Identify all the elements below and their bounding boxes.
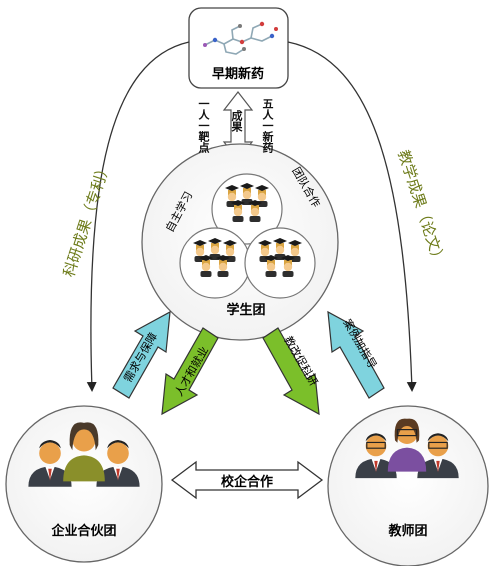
arrow-talent-and-employment bbox=[161, 327, 219, 416]
molecule-icon bbox=[203, 21, 278, 55]
early-drug-label: 早期新药 bbox=[212, 66, 264, 82]
research-output-label: 科研成果（专利） bbox=[60, 160, 114, 280]
teachers-icon bbox=[355, 418, 459, 479]
early-drug-box bbox=[188, 7, 289, 89]
center-arrow-result-label: 成果 bbox=[230, 110, 243, 132]
businesspeople-icon bbox=[28, 422, 140, 487]
arrow-school-enterprise bbox=[170, 460, 324, 500]
student-group-label: 学生团 bbox=[226, 302, 265, 318]
left-curve-arrow bbox=[86, 41, 190, 392]
enterprise-label: 企业合伙团 bbox=[50, 523, 116, 539]
school-enterprise-label: 校企合作 bbox=[221, 474, 273, 490]
arrow-cases-and-guidance bbox=[327, 310, 385, 399]
right-curve-arrow bbox=[287, 41, 417, 392]
arrow-needs-and-support bbox=[112, 310, 171, 399]
five-people-one-drug-label: 五人一新药 bbox=[261, 98, 274, 153]
one-person-one-target-label: 一人一靶点 bbox=[197, 98, 210, 153]
arrow-teaching-reform bbox=[262, 327, 320, 416]
teacher-label: 教师团 bbox=[387, 523, 427, 539]
